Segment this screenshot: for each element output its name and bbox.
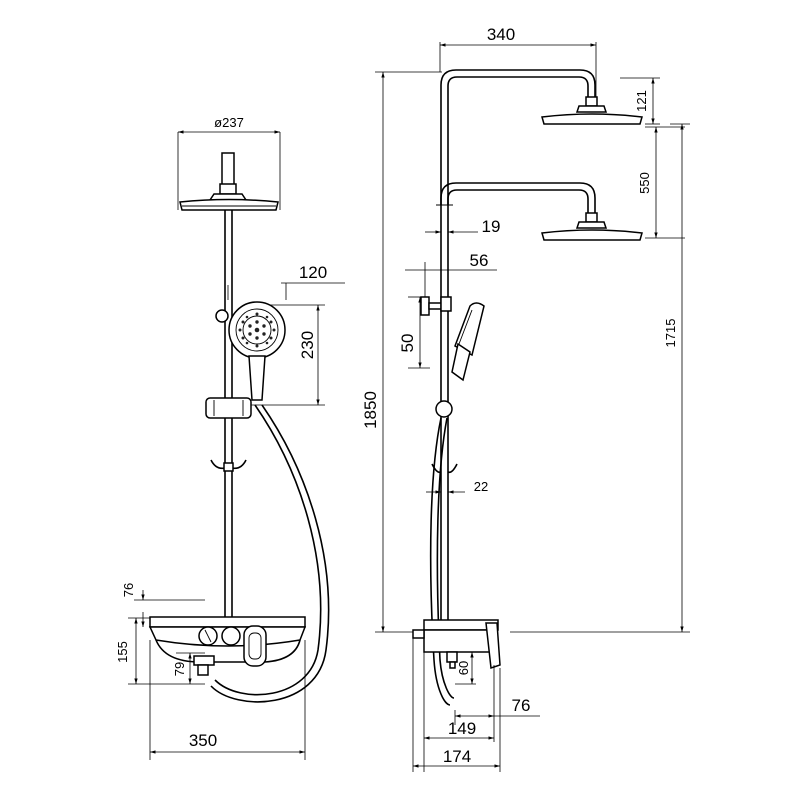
label-bracket-height: 50	[398, 334, 417, 353]
side-handheld-shower	[435, 302, 485, 418]
valve-shelf-front	[148, 616, 307, 676]
label-base-depth: 149	[448, 719, 476, 738]
label-overall-width: 350	[189, 731, 217, 750]
label-shelf-top: 76	[121, 583, 136, 597]
label-head-drop: 121	[634, 90, 649, 112]
dimension-head-height: 1715	[510, 123, 690, 633]
label-handle-depth: 76	[512, 696, 531, 715]
dimension-bracket-depth: 56	[405, 251, 497, 300]
dimension-head-diameter: ø237	[177, 115, 281, 210]
label-overall-depth: 174	[443, 747, 471, 766]
label-handheld-height: 230	[298, 331, 317, 359]
label-spout-offset: 79	[172, 662, 187, 676]
shower-hose-front	[210, 404, 330, 703]
dimension-handle-depth: 76	[454, 696, 540, 725]
front-view: ø237 120 230	[115, 115, 345, 760]
hose-hook-front	[210, 459, 247, 472]
overhead-shower-head	[179, 152, 279, 211]
label-spout-drop: 60	[456, 661, 471, 675]
dimension-arm-reach: 340	[439, 25, 597, 100]
dimension-shelf-top: 76	[121, 583, 205, 627]
valve-shelf-side	[412, 619, 501, 670]
dimension-spout-offset: 79	[172, 652, 205, 684]
dimension-bracket-height: 50	[398, 296, 430, 369]
label-handheld-width: 120	[299, 263, 327, 282]
wall-bracket	[420, 296, 452, 316]
lower-shower-arm	[440, 182, 643, 241]
upper-shower-arm	[440, 69, 643, 125]
dimension-handheld-height: 230	[250, 304, 325, 406]
dimension-head-drop: 121	[620, 77, 660, 125]
dimension-overall-width: 350	[149, 640, 306, 760]
label-hook-depth: 22	[474, 479, 488, 494]
label-head-spacing: 550	[637, 172, 652, 194]
side-riser-pipe	[436, 95, 453, 620]
label-valve-height: 155	[115, 641, 130, 663]
slide-holder	[205, 397, 252, 419]
dimension-total-height: 1850	[361, 71, 442, 633]
label-head-diameter: ø237	[214, 115, 244, 130]
dimension-head-spacing: 550	[637, 126, 685, 239]
dimension-valve-height: 155	[115, 617, 205, 685]
label-total-height: 1850	[361, 391, 380, 429]
hose-hook-side	[431, 463, 458, 474]
label-riser-offset: 19	[482, 217, 501, 236]
side-view: 340 121 550	[361, 25, 690, 772]
label-bracket-depth: 56	[470, 251, 489, 270]
handheld-shower	[215, 301, 286, 401]
label-arm-reach: 340	[487, 25, 515, 44]
dimension-hook-depth: 22	[426, 479, 488, 494]
spray-nozzles	[238, 312, 276, 348]
shower-hose-side	[429, 417, 455, 706]
label-head-height: 1715	[663, 319, 678, 348]
dimension-handheld-width: 120	[227, 263, 345, 300]
dimension-overall-depth: 174	[412, 638, 501, 772]
dimension-riser-offset: 19	[425, 217, 500, 236]
dimension-spout-drop: 60	[455, 651, 476, 685]
